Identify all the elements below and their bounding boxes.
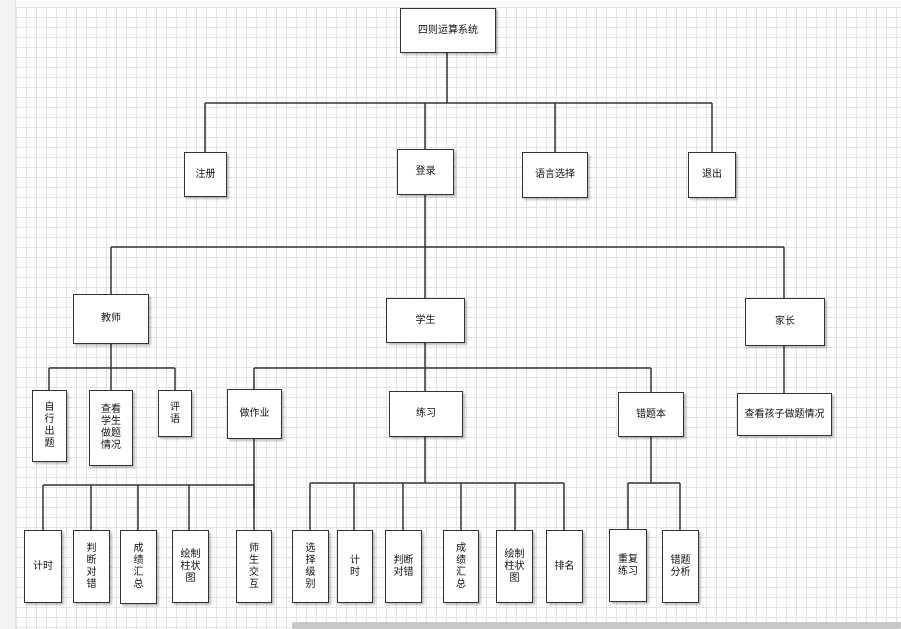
node-label: 选择级别 xyxy=(305,542,316,590)
node-label: 成绩汇总 xyxy=(456,542,466,590)
node-pr-judge[interactable]: 判断对错 xyxy=(385,530,422,603)
node-hw-score[interactable]: 成绩汇总 xyxy=(120,530,157,604)
node-mk-repeat[interactable]: 重复练习 xyxy=(609,529,647,602)
top-margin xyxy=(0,0,901,7)
node-parent-view[interactable]: 查看孩子做题情况 xyxy=(737,393,832,436)
node-pr-rank[interactable]: 排名 xyxy=(546,530,583,603)
node-teacher[interactable]: 教师 xyxy=(73,294,149,344)
node-label: 语言选择 xyxy=(535,169,575,180)
node-pr-timer[interactable]: 计时 xyxy=(337,530,373,603)
node-label: 自行出题 xyxy=(44,402,55,449)
node-label: 做作业 xyxy=(239,408,270,419)
node-label: 查看学生做题情况 xyxy=(101,404,121,451)
node-label: 成绩汇总 xyxy=(133,543,144,590)
node-label: 计时 xyxy=(33,560,53,572)
node-label: 绘制柱状图 xyxy=(180,548,201,584)
node-teacher-make[interactable]: 自行出题 xyxy=(32,390,67,462)
left-ruler xyxy=(0,0,16,629)
node-mk-analysis[interactable]: 错题分析 xyxy=(662,530,699,603)
node-root[interactable]: 四则运算系统 xyxy=(400,8,496,53)
node-label: 判断对错 xyxy=(393,554,414,578)
node-label: 学生 xyxy=(415,314,436,326)
node-pr-score[interactable]: 成绩汇总 xyxy=(443,530,479,603)
node-label: 错题本 xyxy=(636,408,666,420)
node-hw-timer[interactable]: 计时 xyxy=(24,530,62,603)
node-mistakes[interactable]: 错题本 xyxy=(618,392,684,437)
horizontal-scrollbar[interactable] xyxy=(292,622,901,629)
node-student[interactable]: 学生 xyxy=(386,298,465,343)
node-label: 注册 xyxy=(195,168,216,180)
node-label: 退出 xyxy=(702,169,722,180)
node-label: 教师 xyxy=(101,313,121,324)
node-homework[interactable]: 做作业 xyxy=(227,389,282,439)
node-parent[interactable]: 家长 xyxy=(745,298,825,346)
node-teacher-comment[interactable]: 评语 xyxy=(158,390,192,437)
node-hw-judge[interactable]: 判断对错 xyxy=(73,530,110,603)
node-label: 计时 xyxy=(350,554,360,578)
node-label: 四则运算系统 xyxy=(418,24,478,36)
node-label: 错题分析 xyxy=(670,554,691,578)
node-label: 查看孩子做题情况 xyxy=(744,408,825,420)
node-label: 重复练习 xyxy=(618,553,638,577)
node-pr-chart[interactable]: 绘制柱状图 xyxy=(496,530,533,603)
node-hw-chart[interactable]: 绘制柱状图 xyxy=(172,530,209,603)
node-register[interactable]: 注册 xyxy=(184,152,227,197)
node-label: 师生交互 xyxy=(249,542,259,590)
node-label: 登录 xyxy=(415,166,436,177)
node-label: 排名 xyxy=(554,560,575,572)
node-label: 绘制柱状图 xyxy=(504,548,525,584)
node-label: 练习 xyxy=(416,408,436,419)
node-language[interactable]: 语言选择 xyxy=(522,152,588,198)
node-teacher-view[interactable]: 查看学生做题情况 xyxy=(89,390,133,466)
node-label: 判断对错 xyxy=(86,542,97,590)
node-practice[interactable]: 练习 xyxy=(389,391,463,437)
node-exit[interactable]: 退出 xyxy=(688,152,736,198)
node-hw-interact[interactable]: 师生交互 xyxy=(236,530,272,603)
node-pr-level[interactable]: 选择级别 xyxy=(292,530,329,603)
node-login[interactable]: 登录 xyxy=(397,149,454,195)
node-label: 家长 xyxy=(775,316,795,327)
node-label: 评语 xyxy=(170,401,180,425)
